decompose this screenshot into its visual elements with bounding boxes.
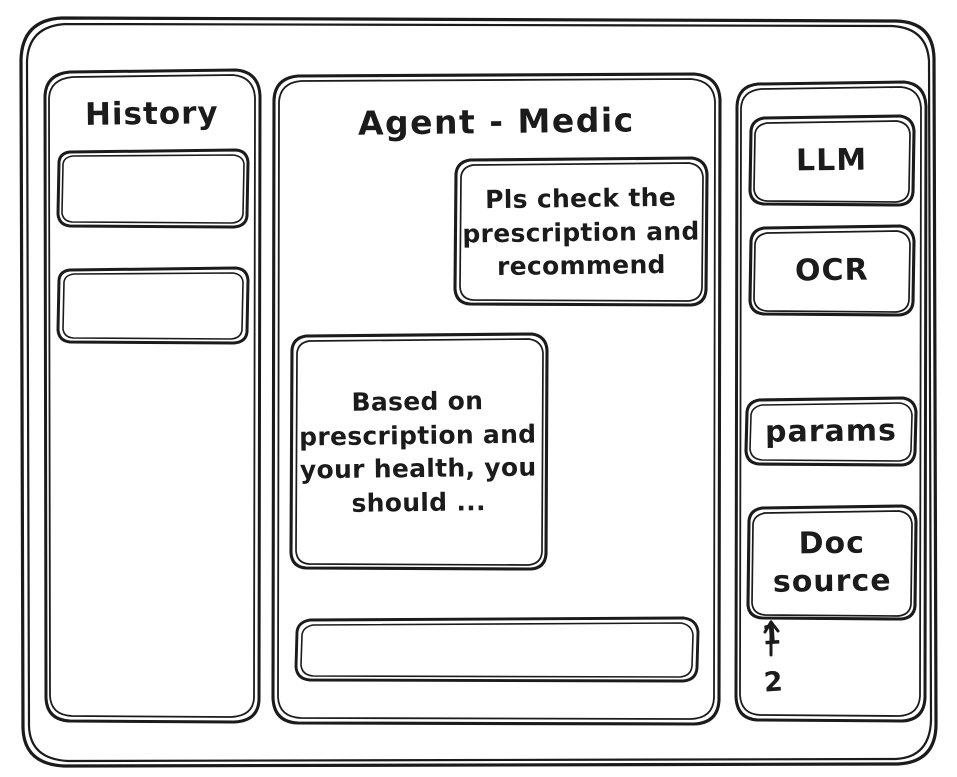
tool-card-ocr[interactable]: OCR [750,226,914,316]
user-message-bubble: Pls check the prescription and recommend [455,158,707,306]
history-panel-title: History [44,92,260,138]
tool-card-label: LLM [796,142,868,179]
doc-source-item-label: 1 [761,619,783,652]
agent-title: Agent - Medic [290,98,702,146]
agent-title-label: Agent - Medic [357,100,635,143]
tool-card-doc-source[interactable]: Doc source [748,506,916,620]
doc-source-item-label: 2 [763,666,785,699]
message-input[interactable] [296,618,698,680]
history-list-item[interactable] [58,268,246,342]
doc-source-list-item[interactable]: 1 [752,618,792,654]
user-message-text: Pls check the prescription and recommend [462,182,700,281]
history-list-item[interactable] [58,150,246,226]
tool-card-label: Doc source [772,525,892,600]
tool-card-params[interactable]: params [746,398,916,466]
assistant-message-text: Based on prescription and your health, y… [298,386,537,518]
assistant-message-bubble: Based on prescription and your health, y… [290,334,546,570]
tool-card-label: OCR [794,252,870,289]
tool-card-label: params [764,412,898,450]
doc-source-list-item[interactable]: 2 [754,664,794,702]
history-title-label: History [84,95,220,133]
tool-card-llm[interactable]: LLM [750,116,914,206]
